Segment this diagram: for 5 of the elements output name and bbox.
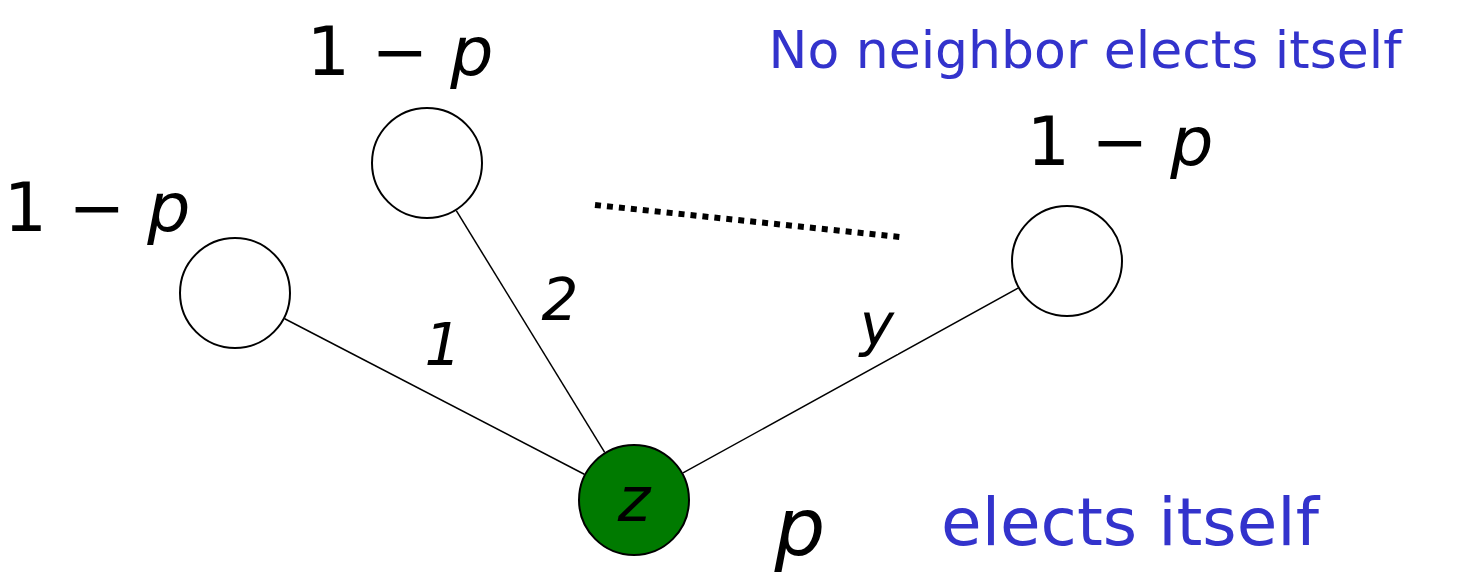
connector-line <box>283 318 586 475</box>
probability-label: elects itself <box>941 490 1319 556</box>
node-label: z <box>617 469 651 531</box>
connector-line <box>455 209 606 454</box>
connector-line <box>682 287 1019 474</box>
